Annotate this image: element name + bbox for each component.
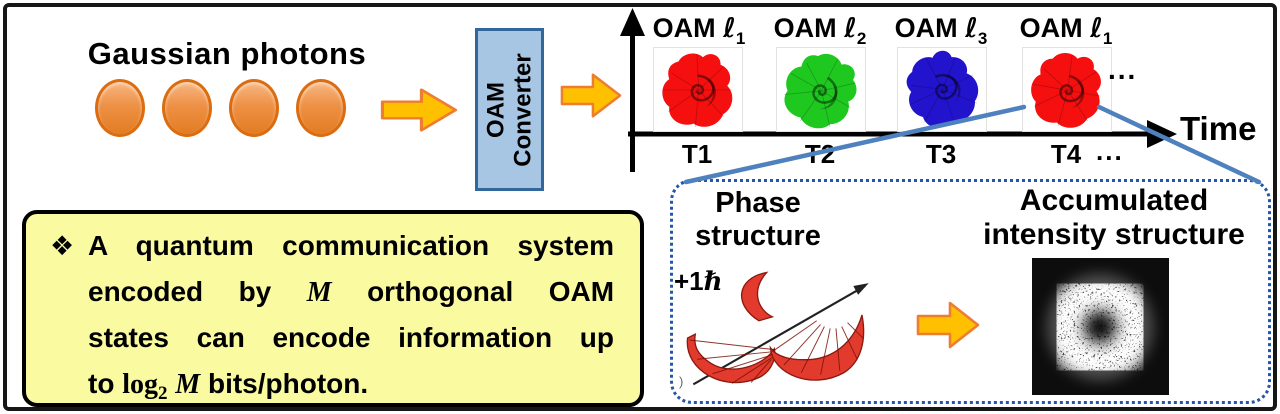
oam-mode-label: OAM ℓ1	[1019, 13, 1113, 48]
diamond-bullet-icon: ❖	[50, 231, 75, 261]
photon-ellipse	[296, 79, 346, 137]
oam-mode-label: OAM ℓ2	[773, 13, 867, 48]
oam-converter-label: OAM Converter	[482, 52, 537, 167]
arrow-right-icon	[916, 299, 980, 351]
oam-mode-label: OAM ℓ3	[894, 13, 988, 48]
oam-shape-tile	[1022, 47, 1112, 132]
time-axis-label: Time	[1180, 110, 1257, 147]
time-slot-label: T4	[1050, 139, 1082, 169]
outer-frame	[3, 3, 1277, 411]
note-box: ❖ A quantum communication system encoded…	[22, 210, 644, 407]
helix-surface	[686, 271, 865, 384]
arrow-right-icon	[560, 71, 622, 120]
oam-converter-box: OAM Converter	[475, 28, 544, 191]
oam-helix-shape-green	[777, 48, 863, 132]
time-slot-label: T2	[804, 139, 836, 169]
photon-ellipse	[229, 79, 279, 137]
note-line: states can encode information up	[88, 322, 614, 353]
accumulated-intensity-title: Accumulated intensity structure	[983, 184, 1245, 251]
helix-axis-arrowhead	[853, 283, 869, 295]
ellipsis-continuation: ...	[1108, 54, 1138, 85]
note-line: encoded by M orthogonal OAM	[88, 276, 615, 308]
phase-structure-title: Phase structure	[695, 187, 821, 252]
oam-helix-shape-red	[1023, 48, 1109, 132]
source-title: Gaussian photons	[87, 36, 367, 71]
intensity-donut-image	[1032, 258, 1169, 395]
oam-helix-shape-red	[654, 48, 740, 132]
oam-shape-tile	[776, 47, 866, 132]
photon-ellipse	[162, 79, 212, 137]
oam-mode-label: OAM ℓ1	[652, 13, 746, 48]
figure-corner-mark: )	[679, 374, 684, 389]
oam-shape-tile	[897, 47, 987, 132]
photon-ellipse	[95, 79, 145, 137]
arrow-right-icon	[380, 86, 458, 134]
time-slot-label: T3	[925, 139, 957, 169]
oam-shape-tile	[653, 47, 743, 132]
oam-helix-shape-blue	[898, 48, 984, 132]
time-slot-label: T1	[681, 139, 713, 169]
note-line: A quantum communication system	[88, 230, 614, 261]
note-line: to log2 M bits/photon.	[88, 368, 369, 404]
phase-helix-illustration	[686, 271, 869, 386]
ellipsis-continuation: ...	[1096, 136, 1124, 166]
hbar-label: +1ℏ	[674, 266, 723, 297]
